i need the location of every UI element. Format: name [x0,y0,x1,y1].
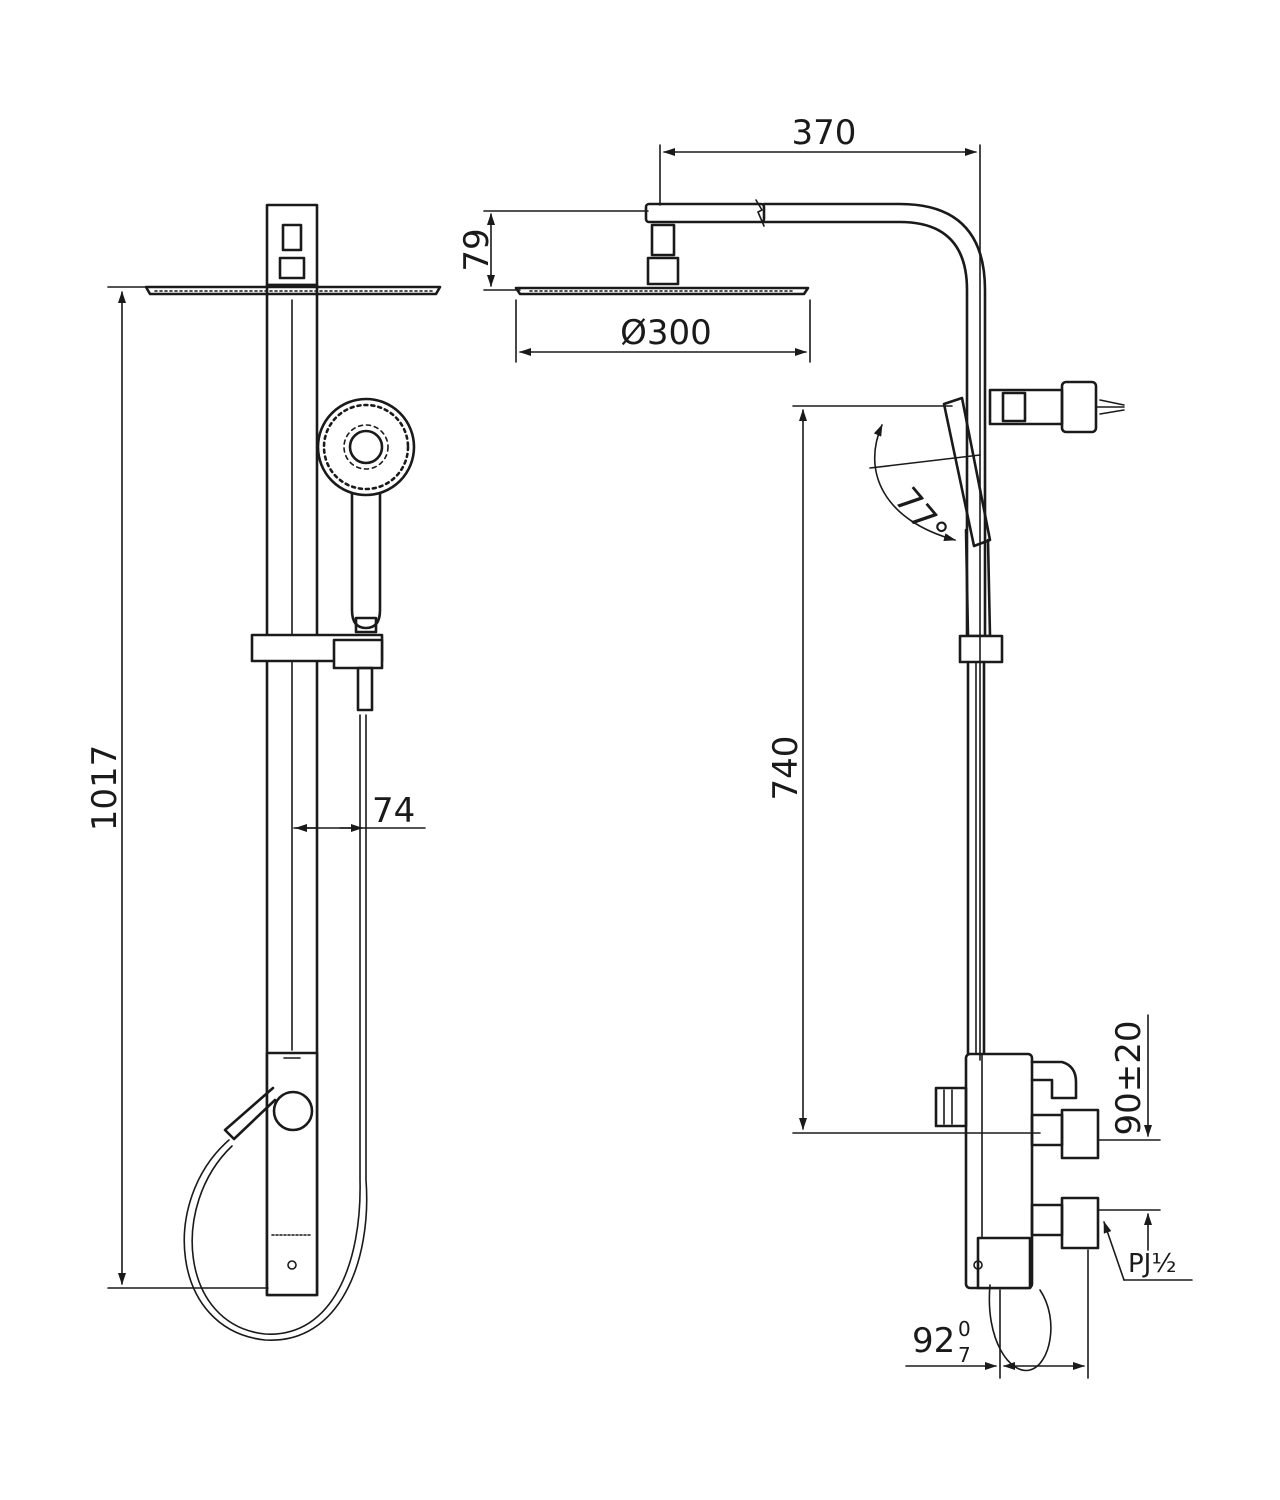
top-bracket [265,203,319,287]
mixer-body-side [934,1052,1100,1290]
dimension-head-diameter: Ø300 [515,299,811,363]
dimension-head-height: 79 [457,210,649,291]
label-arm-reach: 370 [792,113,857,153]
slide-holder-side [958,634,1004,664]
label-angle: 77° [886,480,955,552]
label-total-height: 1017 [85,745,125,832]
label-pipe-thread: PJ½ [1128,1249,1177,1279]
overhead-shower-side [514,223,810,296]
side-view: 77° [457,113,1193,1379]
slide-holder [250,633,384,712]
hose-front [183,714,368,1341]
dimension-arm-reach: 370 [659,113,981,1061]
label-body-depth-tol-upper: 0 [958,1317,971,1341]
hose-side [988,1284,1052,1372]
callout-pipe-thread: PJ½ [1103,1221,1193,1281]
label-body-depth-tol-lower: 7 [958,1343,971,1367]
shower-arm [644,199,987,642]
label-head-height: 79 [457,228,497,271]
dimension-holder-height: 740 [766,405,1041,1134]
dimension-body-depth: 92 0 7 [905,1249,1089,1379]
label-head-diameter: Ø300 [620,313,712,353]
label-body-depth: 92 [912,1321,955,1361]
label-hand-offset: 74 [372,791,415,831]
dimension-total-height: 1017 [85,286,269,1289]
wall-bracket-side [988,380,1125,434]
label-inlet-spacing: 90±20 [1109,1020,1149,1135]
angle-indicator: 77° [869,424,981,552]
dimension-inlet-spacing: 90±20 [1097,1014,1161,1251]
label-holder-height: 740 [766,736,806,801]
hand-shower [316,397,416,634]
front-view: 1017 74 [85,203,442,1341]
mixer-body-front [223,1051,319,1297]
dimension-hand-offset: 74 [293,791,426,832]
overhead-shower-head [144,285,442,296]
